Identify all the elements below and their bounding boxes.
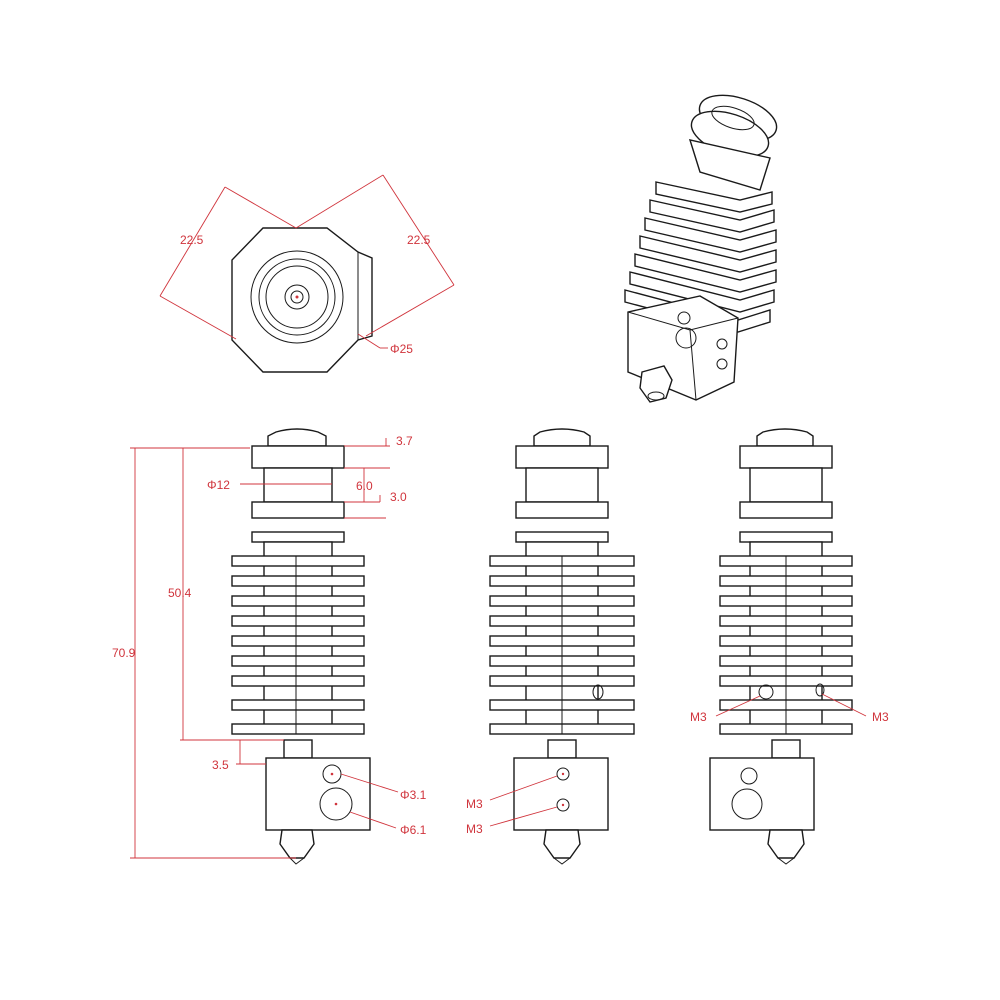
iso-nozzle [639, 365, 673, 403]
back-heater-block [709, 757, 815, 831]
side-view: M3 M3 [466, 428, 635, 865]
total-height-dimension: 70.9 [112, 646, 136, 660]
isometric-view [624, 94, 778, 403]
nozzle-bore [284, 284, 310, 310]
diameter-dimension: Φ25 [390, 342, 413, 356]
lower-thread-label: M3 [466, 822, 483, 836]
flat-dimension-right: 22.5 [407, 233, 431, 247]
front-view: 3.7 Φ12 6.0 3.0 50.4 70.9 3.5 Φ3.1 Φ6.1 [112, 428, 427, 865]
front-fins [231, 555, 365, 735]
upper-thread-label: M3 [466, 797, 483, 811]
front-heater-block [265, 757, 371, 831]
left-thread-label: M3 [690, 710, 707, 724]
flat-dimension-left: 22.5 [180, 233, 204, 247]
neck-height-dimension: 6.0 [356, 479, 373, 493]
front-nozzle [279, 829, 315, 859]
side-heater-block [513, 757, 609, 831]
gap-height-dimension: 3.5 [212, 758, 229, 772]
back-view: M3 M3 [690, 428, 889, 865]
top-view: 22.5 22.5 Φ25 [159, 174, 455, 373]
heater-cartridge-hole [319, 787, 353, 821]
cap-height-dimension: 3.7 [396, 434, 413, 448]
outer-ring [250, 250, 344, 344]
inner-ring [258, 258, 336, 336]
side-nozzle [543, 829, 581, 859]
back-nozzle [767, 829, 805, 859]
heatsink-height-dimension: 50.4 [168, 586, 192, 600]
small-hole-dimension: Φ3.1 [400, 788, 427, 802]
large-hole-dimension: Φ6.1 [400, 823, 427, 837]
ring-height-dimension: 3.0 [390, 490, 407, 504]
right-thread-label: M3 [872, 710, 889, 724]
neck-diameter-dimension: Φ12 [207, 478, 230, 492]
